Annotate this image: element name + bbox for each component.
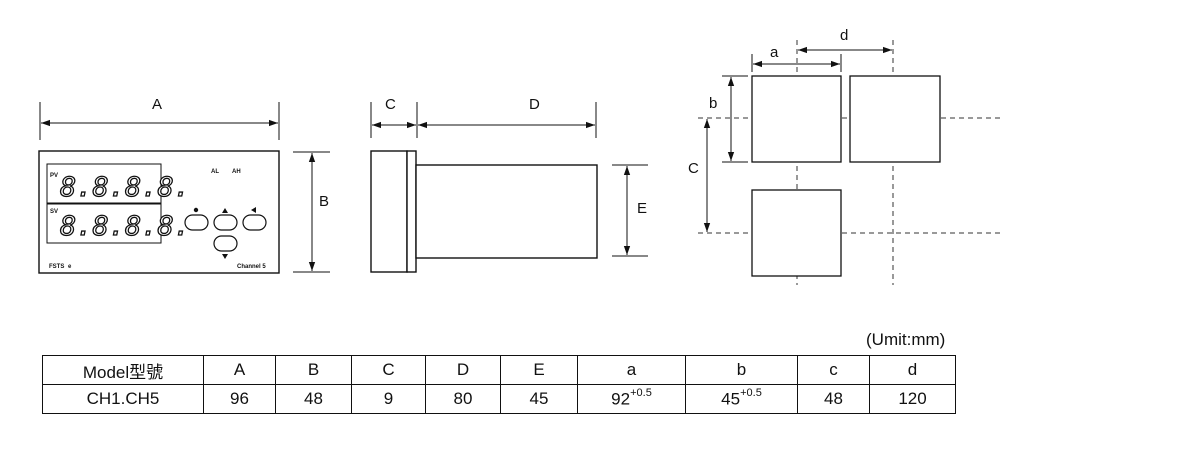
brand-label: FSTS <box>49 264 64 270</box>
pv-display: 8.8.8.8. <box>60 172 190 203</box>
down-arrow-icon <box>222 254 228 259</box>
table-cell-d: 120 <box>869 384 956 414</box>
tolerance-b: +0.5 <box>740 386 762 399</box>
down-key <box>213 235 238 252</box>
table-header: b <box>685 355 798 385</box>
up-key <box>213 214 238 231</box>
table-cell-C: 9 <box>351 384 426 414</box>
table-header: d <box>869 355 956 385</box>
dimension-C-label: C <box>385 96 396 113</box>
table-cell-b: 45+0.5 <box>685 384 798 414</box>
bezel-flange <box>406 150 417 273</box>
table-header: C <box>351 355 426 385</box>
table-cell-c: 48 <box>797 384 870 414</box>
table-cell-D: 80 <box>425 384 501 414</box>
dimension-table: Model型號 A B C D E a b c d CH1.CH5 96 48 … <box>42 355 956 414</box>
dimension-B-label: B <box>319 193 329 210</box>
table-cell-a: 92+0.5 <box>577 384 686 414</box>
shift-key <box>242 214 267 231</box>
dimension-D-label: D <box>529 96 540 113</box>
set-dot-icon <box>193 207 199 213</box>
ah-indicator: AH <box>232 169 241 175</box>
pv-tag: PV <box>50 173 58 179</box>
table-header: c <box>797 355 870 385</box>
tolerance-a: +0.5 <box>630 386 652 399</box>
cutout-square <box>751 189 842 277</box>
front-view: A PV SV 8.8.8.8. 8.8.8.8. AL AH FSTS e C… <box>38 96 330 274</box>
table-cell-B: 48 <box>275 384 352 414</box>
dimension-E-label: E <box>637 200 647 217</box>
unit-note: (Umit:mm) <box>866 330 946 349</box>
table-value-b: 45 <box>721 389 741 409</box>
table-header: Model型號 <box>42 355 204 385</box>
side-view: C D E <box>370 96 648 273</box>
table-header-row: Model型號 A B C D E a b c d <box>42 355 956 385</box>
dimension-c-label: C <box>688 160 699 177</box>
table-header: a <box>577 355 686 385</box>
set-key <box>184 214 209 231</box>
sv-display: 8.8.8.8. <box>60 211 190 242</box>
table-header: D <box>425 355 501 385</box>
dimension-a-label: a <box>770 44 779 61</box>
dimension-d-label: d <box>840 27 848 44</box>
table-cell-model: CH1.CH5 <box>42 384 204 414</box>
table-cell-E: 45 <box>500 384 578 414</box>
panel-cutout-view: a d b C <box>688 27 1000 285</box>
dimension-b-label: b <box>709 95 717 112</box>
dimension-A-label: A <box>152 96 162 113</box>
bezel-side <box>370 150 408 273</box>
left-arrow-icon <box>251 207 256 213</box>
up-arrow-icon <box>222 208 228 213</box>
table-row: CH1.CH5 96 48 9 80 45 92+0.5 45+0.5 48 1… <box>42 384 956 414</box>
channel-label: Channel 5 <box>237 264 266 270</box>
table-header: E <box>500 355 578 385</box>
table-header: B <box>275 355 352 385</box>
brand-mark: e <box>68 264 72 270</box>
housing-side <box>415 164 598 259</box>
dimension-drawing: A PV SV 8.8.8.8. 8.8.8.8. AL AH FSTS e C… <box>38 27 1000 285</box>
table-value-a: 92 <box>611 389 631 409</box>
cutout-square <box>849 75 941 163</box>
sv-tag: SV <box>50 209 58 215</box>
table-cell-A: 96 <box>203 384 276 414</box>
table-header: A <box>203 355 276 385</box>
al-indicator: AL <box>211 169 219 175</box>
cutout-square <box>751 75 842 163</box>
